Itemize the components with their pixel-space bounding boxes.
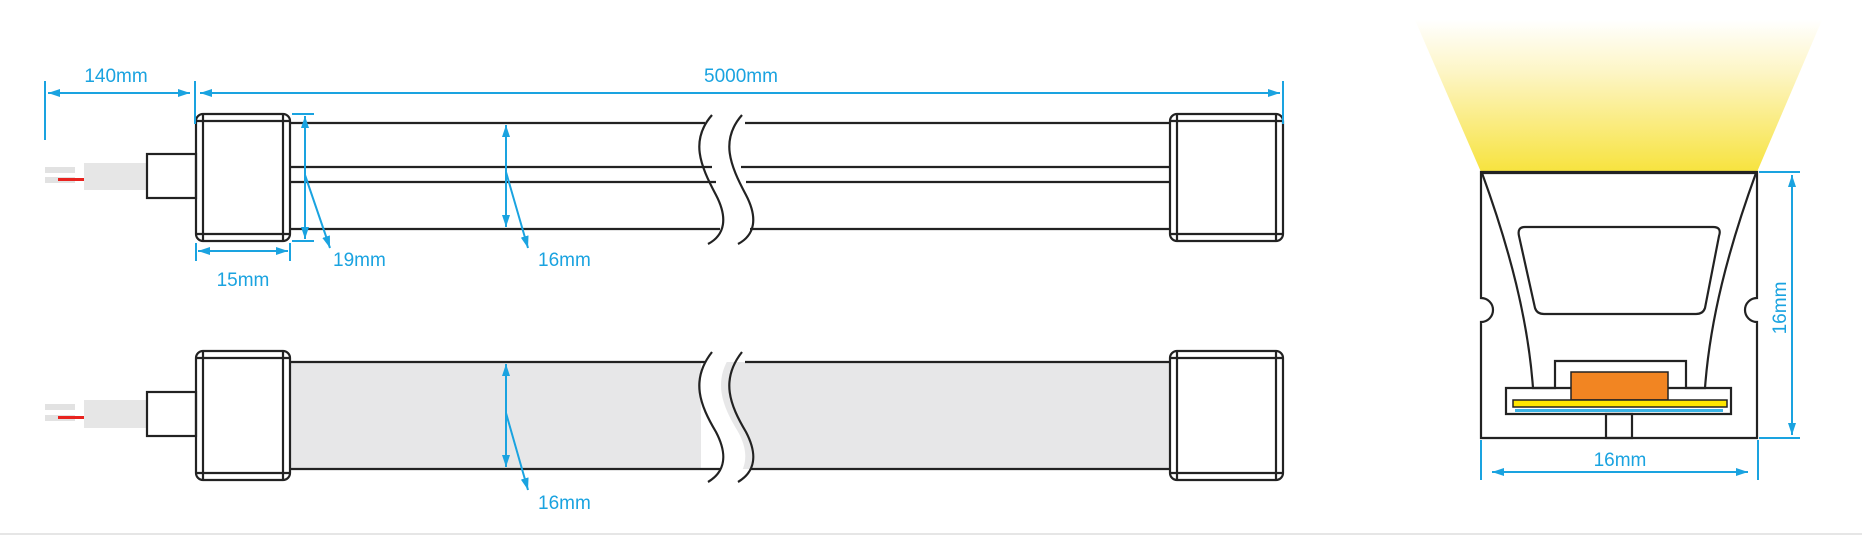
dimension-strip-length: 5000mm [200, 66, 1284, 124]
cable-connector [45, 152, 198, 200]
led-channel [1504, 359, 1733, 416]
cable-length-label: 140mm [84, 66, 147, 87]
red-wire [58, 416, 84, 419]
pcb [1512, 399, 1728, 408]
cross-section-view: 16mm 16mm [1415, 20, 1822, 480]
strip-length-label: 5000mm [704, 66, 778, 87]
silicone-profile [1479, 170, 1759, 440]
dimension-strip-height-bottom: 16mm [502, 364, 591, 514]
break-mark [698, 114, 725, 245]
red-wire [58, 178, 84, 181]
dimension-end-cap-height: 19mm [292, 113, 386, 271]
strip-height-label: 16mm [538, 493, 591, 514]
cable-sleeve [84, 400, 147, 428]
break-mark [728, 114, 755, 245]
end-cap-left [194, 349, 292, 482]
end-cap-height-label: 19mm [333, 250, 386, 271]
dimension-strip-height-top: 16mm [502, 125, 591, 271]
cable-connector [45, 390, 198, 438]
strip-body [290, 114, 1170, 245]
led-chip [1570, 371, 1669, 401]
break-mark [728, 351, 755, 483]
end-cap-width-label: 15mm [217, 270, 270, 291]
strip-body [290, 351, 1170, 483]
diffuser-core [1480, 171, 1758, 390]
hollow-chamber [1517, 225, 1721, 316]
end-cap-right [1168, 112, 1285, 243]
strip-height-label: 16mm [538, 250, 591, 271]
cable-sleeve [84, 163, 147, 190]
end-cap-right [1168, 349, 1285, 482]
profile-width-label: 16mm [1594, 450, 1647, 471]
dimension-profile-width: 16mm [1480, 440, 1759, 480]
end-cap-left [194, 112, 292, 243]
light-beam [1415, 20, 1822, 172]
adhesive-tape [1515, 409, 1723, 412]
dimension-profile-height: 16mm [1759, 171, 1800, 439]
dimension-end-cap-width: 15mm [195, 243, 291, 291]
dimension-cable-length: 140mm [44, 66, 196, 140]
top-strip-view: 140mm 5000mm 19mm 15mm 16mm [44, 66, 1285, 291]
bottom-strip-view: 16mm [45, 349, 1285, 514]
bottom-slot [1604, 412, 1634, 440]
profile-height-label: 16mm [1770, 282, 1791, 335]
break-mark [698, 351, 725, 483]
